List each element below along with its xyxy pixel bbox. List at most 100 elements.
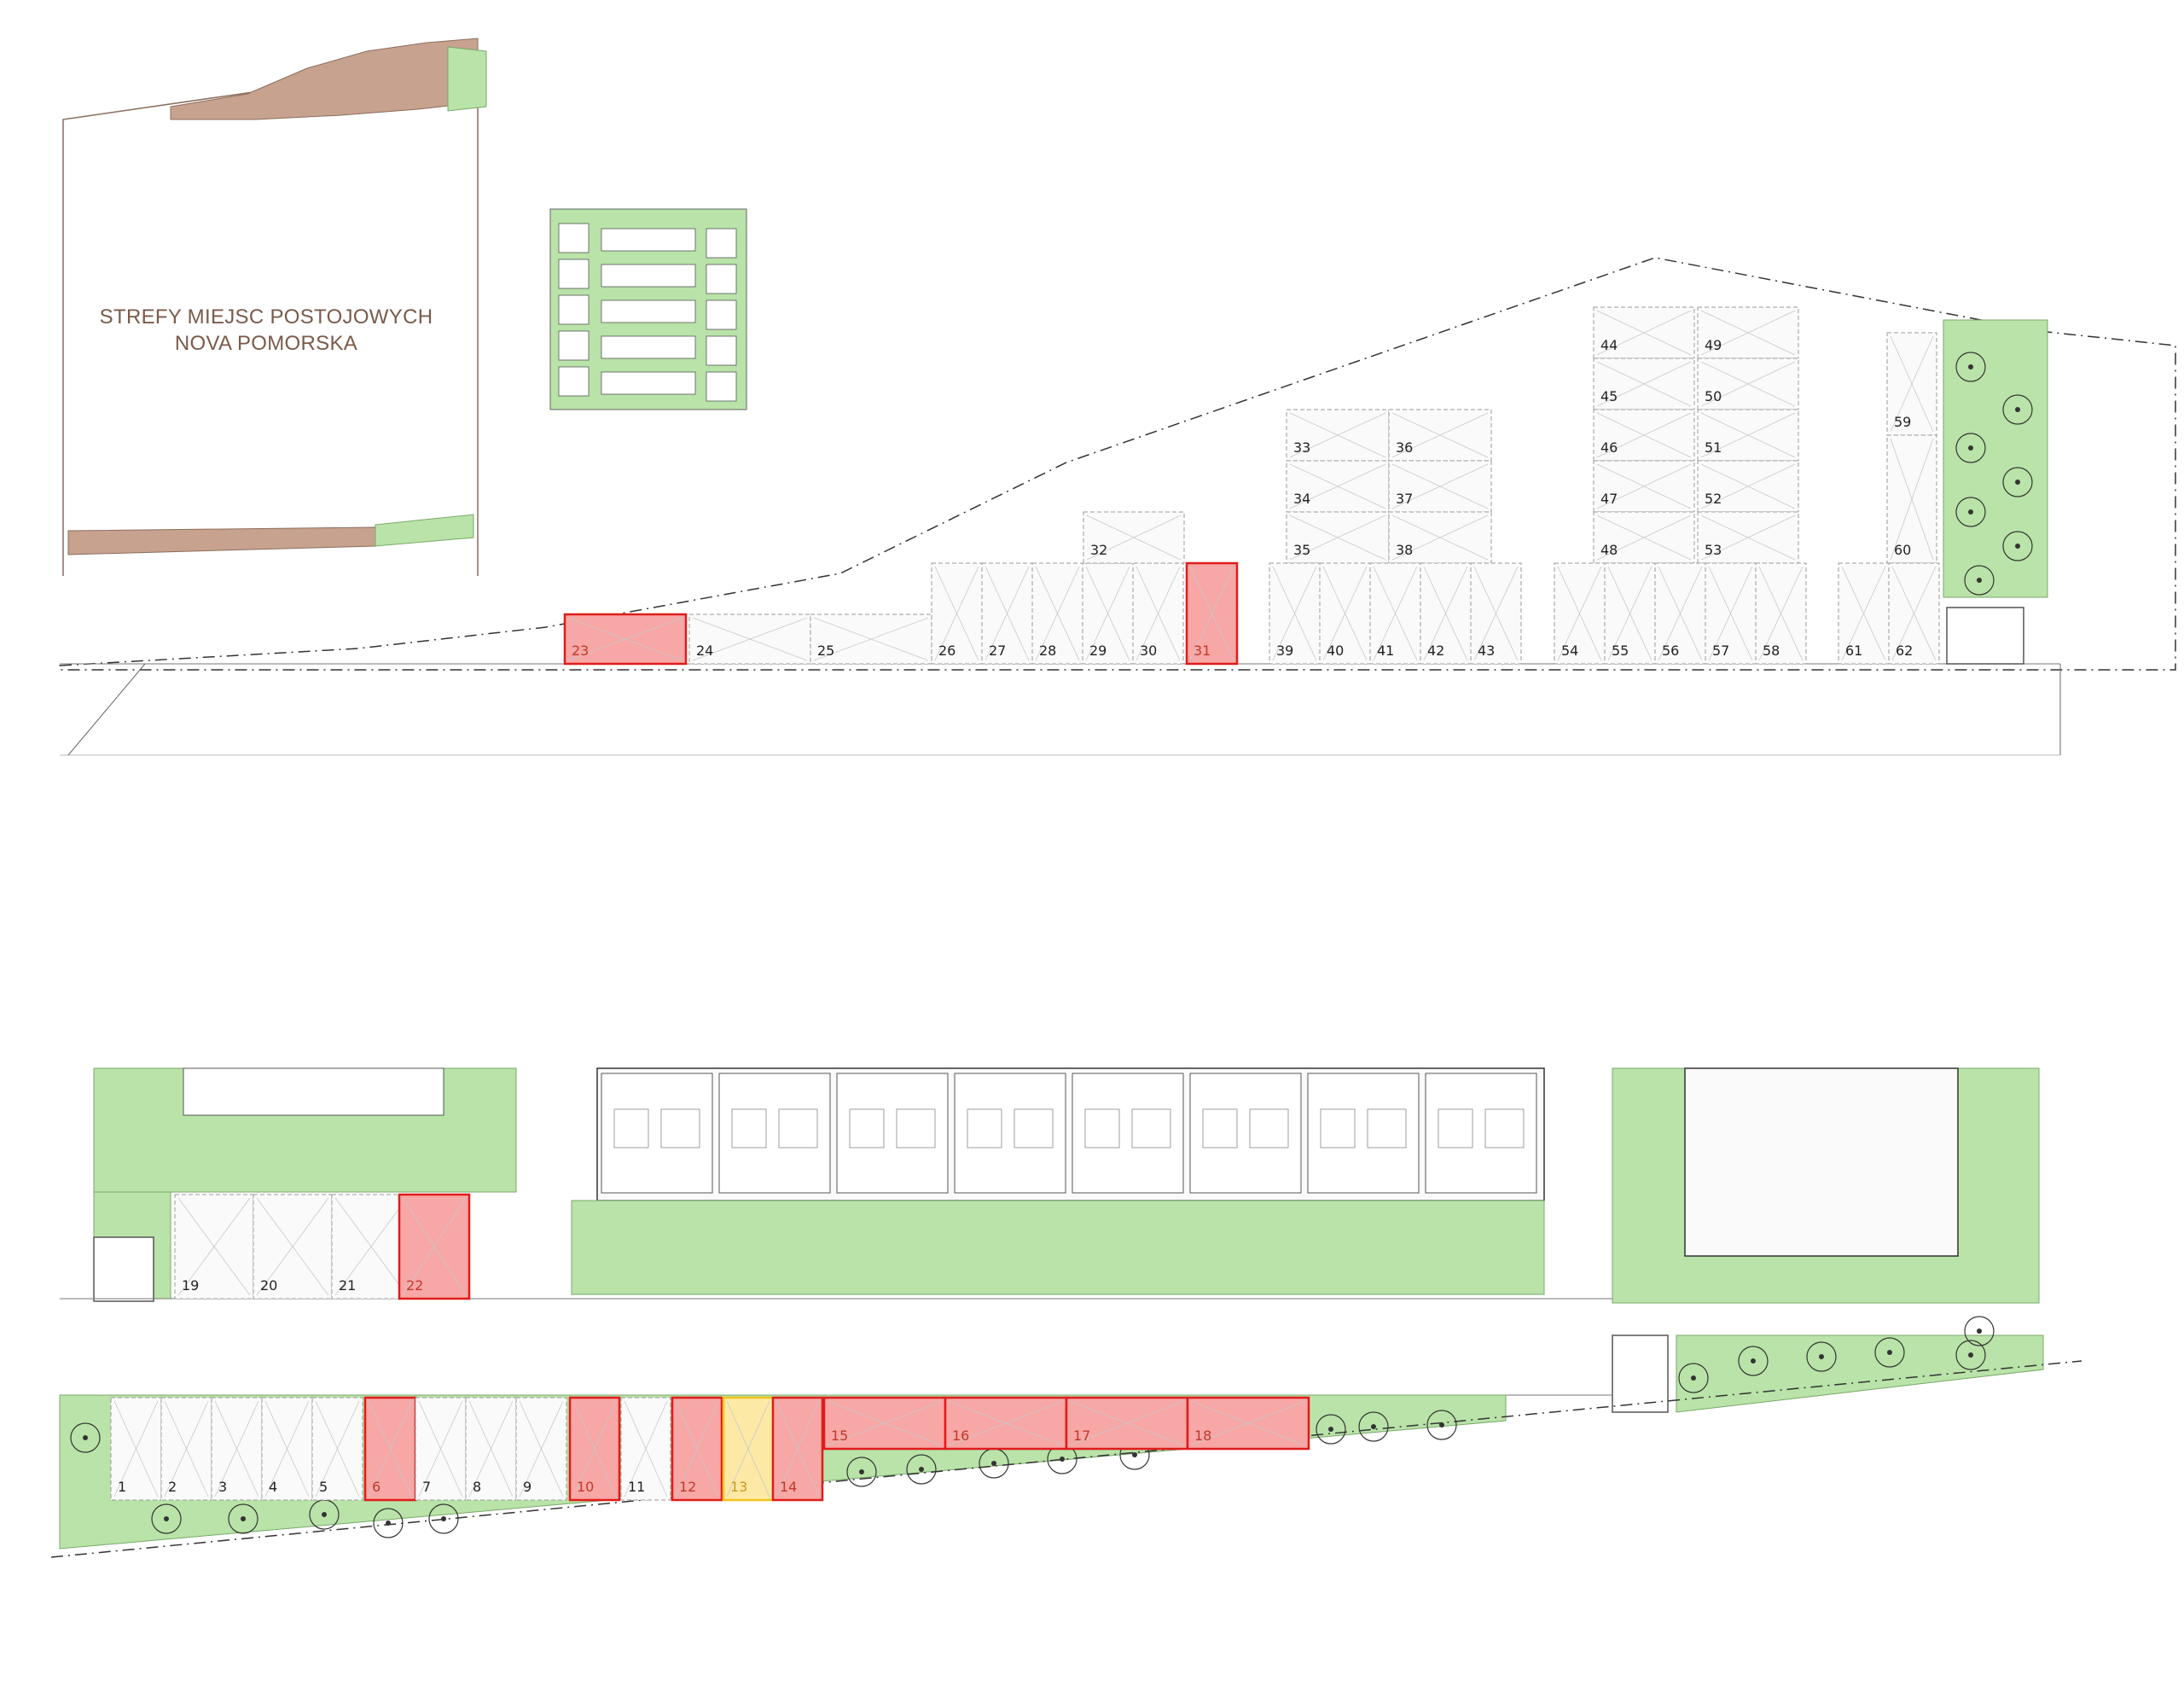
- parking-spot-60[interactable]: 60: [1886, 434, 1937, 564]
- parking-spot-36[interactable]: 36: [1388, 409, 1492, 462]
- parking-spot-52-label: 52: [1705, 491, 1722, 507]
- parking-spot-59[interactable]: 59: [1886, 332, 1937, 436]
- parking-spot-6[interactable]: 6: [363, 1396, 417, 1502]
- parking-spot-8[interactable]: 8: [465, 1397, 517, 1501]
- parking-spot-47[interactable]: 47: [1593, 460, 1695, 513]
- parking-spot-22[interactable]: 22: [398, 1193, 471, 1300]
- parking-spot-53[interactable]: 53: [1697, 511, 1799, 564]
- parking-spot-39-cross-b: [1272, 566, 1317, 661]
- parking-spot-7[interactable]: 7: [415, 1397, 467, 1501]
- parking-spot-33[interactable]: 33: [1286, 409, 1390, 462]
- parking-spot-46[interactable]: 46: [1593, 409, 1695, 462]
- parking-spot-41[interactable]: 41: [1369, 562, 1421, 665]
- parking-spot-2[interactable]: 2: [160, 1397, 212, 1501]
- parking-spot-15-cross-b: [827, 1400, 943, 1446]
- parking-spot-57-label: 57: [1712, 643, 1729, 659]
- building-unit-room: [660, 1108, 700, 1148]
- parking-spot-12[interactable]: 12: [671, 1396, 723, 1502]
- parking-spot-34[interactable]: 34: [1286, 460, 1390, 513]
- tree-icon: [1955, 1340, 1986, 1370]
- building-unit-room: [613, 1108, 649, 1148]
- thumbnail-block: [706, 299, 737, 330]
- parking-spot-4[interactable]: 4: [261, 1397, 313, 1501]
- parking-spot-14[interactable]: 14: [771, 1396, 824, 1502]
- parking-spot-47-cross-b: [1596, 463, 1692, 509]
- parking-spot-2-box[interactable]: [160, 1397, 212, 1501]
- parking-spot-5[interactable]: 5: [311, 1397, 363, 1501]
- parking-spot-20-cross-b: [256, 1197, 329, 1296]
- parking-spot-15[interactable]: 15: [822, 1396, 947, 1451]
- parking-spot-28[interactable]: 28: [1031, 562, 1083, 665]
- parking-spot-3[interactable]: 3: [211, 1397, 263, 1501]
- upper-bin-shelter: [1946, 607, 2024, 665]
- parking-spot-24[interactable]: 24: [688, 613, 811, 665]
- parking-spot-56[interactable]: 56: [1654, 562, 1706, 665]
- parking-spot-20[interactable]: 20: [253, 1194, 333, 1300]
- parking-spot-17[interactable]: 17: [1065, 1396, 1189, 1451]
- parking-spot-11[interactable]: 11: [620, 1397, 671, 1501]
- parking-spot-38[interactable]: 38: [1388, 511, 1492, 564]
- parking-spot-52[interactable]: 52: [1697, 460, 1799, 513]
- parking-spot-44-label: 44: [1600, 337, 1618, 353]
- parking-spot-54[interactable]: 54: [1554, 562, 1606, 665]
- parking-spot-28-cross-b: [1035, 566, 1080, 661]
- parking-spot-55[interactable]: 55: [1604, 562, 1656, 665]
- tree-icon: [1964, 565, 1995, 596]
- parking-spot-16[interactable]: 16: [944, 1396, 1068, 1451]
- tree-center-icon: [386, 1521, 391, 1526]
- parking-spot-42[interactable]: 42: [1420, 562, 1472, 665]
- parking-spot-32[interactable]: 32: [1083, 511, 1185, 564]
- parking-spot-18[interactable]: 18: [1186, 1396, 1310, 1451]
- tree-center-icon: [1887, 1350, 1892, 1355]
- tree-center-icon: [919, 1467, 924, 1472]
- parking-spot-27[interactable]: 27: [981, 562, 1033, 665]
- parking-spot-25[interactable]: 25: [810, 613, 932, 665]
- parking-spot-60-cross-b: [1890, 438, 1934, 561]
- parking-spot-37[interactable]: 37: [1388, 460, 1492, 513]
- parking-spot-40[interactable]: 40: [1319, 562, 1371, 665]
- thumbnail-block: [601, 371, 696, 395]
- thumbnail-block: [706, 264, 737, 294]
- parking-spot-30[interactable]: 30: [1132, 562, 1184, 665]
- tree-center-icon: [1371, 1424, 1376, 1429]
- parking-spot-58[interactable]: 58: [1755, 562, 1807, 665]
- parking-spot-33-cross-b: [1289, 412, 1386, 458]
- parking-spot-50-cross-b: [1700, 361, 1796, 407]
- lower-trees: [70, 1316, 1995, 1538]
- parking-spot-1[interactable]: 1: [110, 1397, 162, 1501]
- building-unit-room: [1249, 1108, 1289, 1148]
- parking-spot-45[interactable]: 45: [1593, 358, 1695, 410]
- parking-spot-29-label: 29: [1089, 643, 1107, 659]
- building-unit: [1307, 1073, 1420, 1194]
- building-unit: [836, 1073, 949, 1194]
- parking-spot-13[interactable]: 13: [722, 1396, 775, 1502]
- parking-spot-48[interactable]: 48: [1593, 511, 1695, 564]
- parking-spot-42-label: 42: [1427, 643, 1444, 659]
- parking-spot-59-cross-b: [1890, 335, 1934, 433]
- parking-spot-31[interactable]: 31: [1185, 561, 1239, 666]
- parking-spot-50[interactable]: 50: [1697, 358, 1799, 410]
- parking-spot-1-box[interactable]: [110, 1397, 162, 1501]
- parking-spot-51[interactable]: 51: [1697, 409, 1799, 462]
- parking-spot-61[interactable]: 61: [1838, 562, 1890, 665]
- parking-spot-44[interactable]: 44: [1593, 306, 1695, 359]
- parking-spot-9[interactable]: 9: [515, 1397, 567, 1501]
- parking-spot-25-label: 25: [817, 643, 834, 659]
- parking-spot-23[interactable]: 23: [563, 613, 688, 666]
- parking-spot-10[interactable]: 10: [568, 1396, 621, 1502]
- parking-spot-30-label: 30: [1140, 643, 1157, 659]
- parking-spot-49[interactable]: 49: [1697, 306, 1799, 359]
- parking-spot-57[interactable]: 57: [1705, 562, 1757, 665]
- parking-spot-62[interactable]: 62: [1888, 562, 1940, 665]
- parking-spot-21[interactable]: 21: [331, 1194, 411, 1300]
- tree-center-icon: [1691, 1375, 1696, 1381]
- parking-spot-27-cross-b: [985, 566, 1030, 661]
- building-unit-room: [778, 1108, 818, 1148]
- parking-spot-35[interactable]: 35: [1286, 511, 1390, 564]
- tree-center-icon: [322, 1512, 327, 1517]
- parking-spot-43[interactable]: 43: [1470, 562, 1522, 665]
- parking-spot-29[interactable]: 29: [1082, 562, 1134, 665]
- parking-spot-19[interactable]: 19: [174, 1194, 254, 1300]
- parking-spot-26[interactable]: 26: [931, 562, 983, 665]
- parking-spot-39[interactable]: 39: [1269, 562, 1321, 665]
